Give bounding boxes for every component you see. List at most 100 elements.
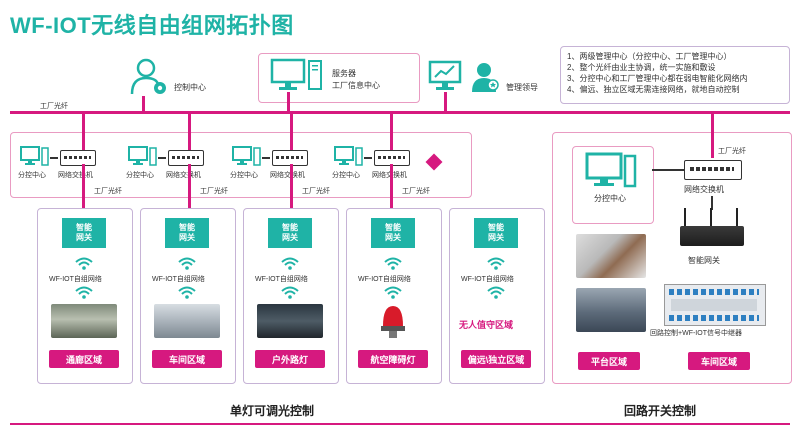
workshop-photo — [576, 288, 646, 332]
sub-center-switch — [168, 150, 204, 166]
gateway-label-1: 智能 — [179, 223, 195, 232]
chart-monitor-icon — [428, 60, 462, 90]
right-switch-down — [711, 196, 713, 210]
factory-info-label: 工厂信息中心 — [332, 81, 380, 90]
area-label: 车间区域 — [152, 350, 222, 368]
network-label: WF-IOT自组网络 — [461, 276, 514, 283]
page-title: WF-IOT无线自由组网拓扑图 — [10, 13, 294, 38]
wifi-icon — [384, 286, 402, 299]
fiber-connector-control — [142, 96, 145, 112]
sub-fiber-up — [390, 112, 393, 150]
sub-center-switch — [60, 150, 96, 166]
right-fiber-label: 工厂光纤 — [718, 148, 746, 155]
gateway-label-1: 智能 — [282, 223, 298, 232]
network-label: WF-IOT自组网络 — [152, 276, 205, 283]
right-area-label-platform: 平台区域 — [578, 352, 640, 370]
right-fiber-vertical — [711, 112, 714, 158]
right-gateway-label: 智能网关 — [688, 256, 720, 265]
gateway-label-2: 网关 — [282, 233, 298, 242]
area-note: 无人值守区域 — [459, 320, 514, 330]
gateway-block: 智能网关 — [62, 218, 106, 248]
wifi-icon — [281, 257, 299, 270]
right-link-line — [652, 169, 684, 171]
sub-center-link — [50, 157, 58, 159]
aviation-light-icon — [381, 306, 405, 338]
sub-center-label: 分控中心 — [332, 172, 360, 179]
sub-center-link — [262, 157, 270, 159]
sub-center-switch-label: 网络交换机 — [270, 172, 305, 179]
sub-center-label: 分控中心 — [18, 172, 46, 179]
area-label: 户外路灯 — [255, 350, 325, 368]
monitor-icon — [270, 58, 306, 90]
sub-center-switch-label: 网络交换机 — [166, 172, 201, 179]
main-fiber-line — [10, 111, 790, 114]
area-label: 航空障碍灯 — [358, 350, 428, 368]
gateway-label-1: 智能 — [76, 223, 92, 232]
admin-user-icon — [130, 58, 166, 95]
bottom-right-label: 回路开关控制 — [624, 404, 697, 418]
wifi-icon — [75, 286, 93, 299]
sub-fiber-label: 工厂光纤 — [94, 188, 122, 195]
gateway-block: 智能网关 — [371, 218, 415, 248]
gateway-block: 智能网关 — [268, 218, 312, 248]
area-label: 偏远\独立区域 — [461, 350, 531, 368]
server-label: 服务器 — [332, 69, 356, 78]
note-4: 4、偏远、独立区域无需连接网络，就地自动控制 — [567, 85, 740, 94]
notes-box: 1、两级管理中心（分控中心、工厂管理中心） 2、整个光纤由业主协调，统一实施和敷… — [560, 46, 790, 104]
sub-fiber-down — [82, 164, 85, 220]
sub-fiber-down — [390, 164, 393, 220]
sub-center-switch-label: 网络交换机 — [58, 172, 93, 179]
right-switch-label: 网络交换机 — [684, 185, 724, 194]
sub-fiber-label: 工厂光纤 — [200, 188, 228, 195]
network-label: WF-IOT自组网络 — [358, 276, 411, 283]
fiber-connector-server — [287, 92, 290, 112]
gateway-device-image — [680, 208, 744, 250]
relay-device-image — [664, 284, 766, 326]
gateway-block: 智能网关 — [165, 218, 209, 248]
note-2: 2、整个光纤由业主协调，统一实施和敷设 — [567, 63, 716, 72]
wifi-icon — [384, 257, 402, 270]
sub-fiber-label: 工厂光纤 — [302, 188, 330, 195]
area-photo — [257, 304, 323, 338]
server-icon — [308, 60, 322, 90]
computer-icon — [585, 152, 637, 188]
right-area-label-workshop: 车间区域 — [688, 352, 750, 370]
relay-label: 回路控制+WF-IOT信号中继器 — [650, 330, 742, 337]
right-switch — [684, 160, 742, 180]
sub-center-label: 分控中心 — [230, 172, 258, 179]
sub-center-computer-icon — [20, 146, 49, 166]
sub-fiber-down — [188, 164, 191, 220]
area-photo — [154, 304, 220, 338]
network-label: WF-IOT自组网络 — [49, 276, 102, 283]
wifi-icon — [487, 286, 505, 299]
sub-center-link — [364, 157, 372, 159]
area-photo — [51, 304, 117, 338]
sub-center-computer-icon — [334, 146, 363, 166]
management-label: 管理领导 — [506, 83, 538, 92]
sub-center-computer-icon — [128, 146, 157, 166]
sub-fiber-label: 工厂光纤 — [402, 188, 430, 195]
sub-fiber-up — [188, 112, 191, 150]
bottom-line — [10, 423, 790, 425]
gateway-label-2: 网关 — [179, 233, 195, 242]
gateway-label-1: 智能 — [488, 223, 504, 232]
control-center-label: 控制中心 — [174, 83, 206, 92]
wifi-icon — [487, 257, 505, 270]
control-center-node: 控制中心 — [130, 58, 240, 98]
fiber-connector-monitor — [444, 92, 447, 112]
gateway-label-2: 网关 — [488, 233, 504, 242]
sub-center-label: 分控中心 — [126, 172, 154, 179]
wifi-icon — [75, 257, 93, 270]
wifi-icon — [178, 286, 196, 299]
sub-center-switch-label: 网络交换机 — [372, 170, 407, 180]
sub-fiber-up — [290, 112, 293, 150]
gateway-label-2: 网关 — [76, 233, 92, 242]
gateway-label-1: 智能 — [385, 223, 401, 232]
gateway-block: 智能网关 — [474, 218, 518, 248]
sub-center-link — [158, 157, 166, 159]
note-1: 1、两级管理中心（分控中心、工厂管理中心） — [567, 52, 732, 61]
manager-user-icon — [472, 63, 499, 92]
wifi-icon — [178, 257, 196, 270]
network-label: WF-IOT自组网络 — [255, 276, 308, 283]
server-box — [258, 53, 420, 103]
